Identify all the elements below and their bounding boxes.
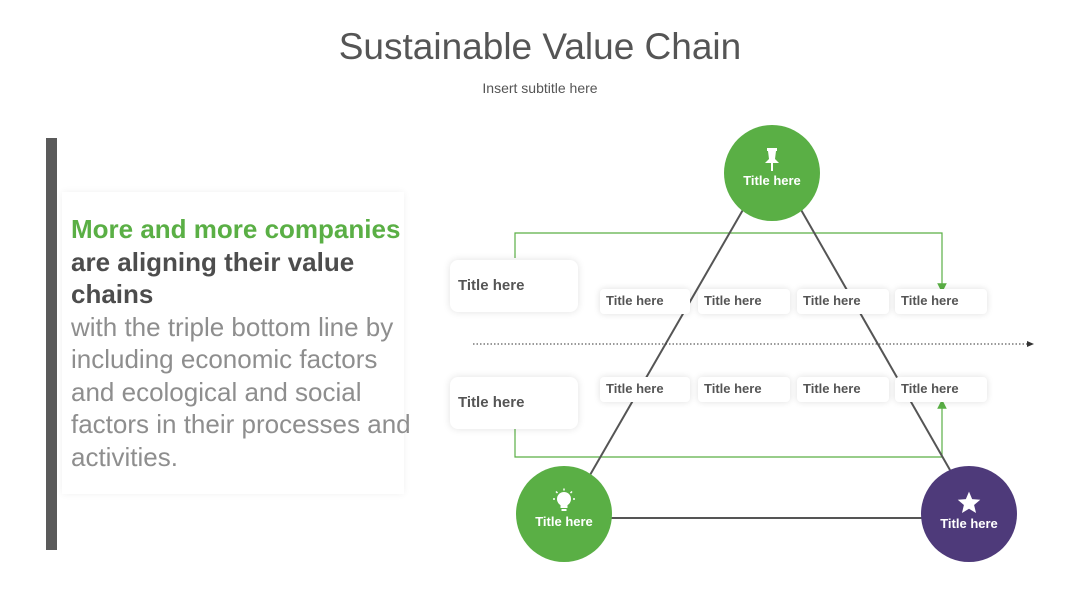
- lower-connector: [514, 399, 947, 458]
- upper-box-2[interactable]: Title here: [698, 289, 790, 314]
- statement-highlight: More and more companies: [71, 214, 401, 244]
- lower-box-2[interactable]: Title here: [698, 377, 790, 402]
- node-top-label: Title here: [743, 173, 801, 188]
- upper-box-3-label: Title here: [803, 293, 861, 308]
- node-bottom-right[interactable]: Title here: [921, 466, 1017, 562]
- lower-box-4[interactable]: Title here: [895, 377, 987, 402]
- node-top[interactable]: Title here: [724, 125, 820, 221]
- side-box-upper-label: Title here: [458, 277, 525, 294]
- upper-box-4[interactable]: Title here: [895, 289, 987, 314]
- lower-box-1-label: Title here: [606, 381, 664, 396]
- statement-emphasis: are aligning their value chains: [71, 246, 355, 310]
- statement-body: with the triple bottom line by including…: [71, 311, 411, 472]
- upper-box-4-label: Title here: [901, 293, 959, 308]
- side-box-lower-label: Title here: [458, 394, 525, 411]
- triangle-left-edge: [589, 207, 745, 476]
- upper-box-1[interactable]: Title here: [600, 289, 690, 314]
- upper-box-2-label: Title here: [704, 293, 762, 308]
- upper-box-3[interactable]: Title here: [797, 289, 889, 314]
- lower-box-3-label: Title here: [803, 381, 861, 396]
- page-subtitle: Insert subtitle here: [482, 80, 598, 96]
- node-bottom-left-label: Title here: [535, 514, 593, 529]
- side-box-upper[interactable]: Title here: [450, 260, 578, 312]
- statement-text: More and more companies are aligning the…: [71, 213, 411, 473]
- lower-box-3[interactable]: Title here: [797, 377, 889, 402]
- page-title: Sustainable Value Chain: [338, 26, 742, 67]
- upper-connector: [514, 232, 947, 293]
- lower-box-2-label: Title here: [704, 381, 762, 396]
- lower-box-4-label: Title here: [901, 381, 959, 396]
- lower-box-1[interactable]: Title here: [600, 377, 690, 402]
- node-bottom-right-label: Title here: [940, 516, 998, 531]
- pushpin-icon: [765, 148, 779, 171]
- side-box-lower[interactable]: Title here: [450, 377, 578, 429]
- star-icon: [957, 491, 981, 513]
- triangle-right-edge: [799, 207, 951, 471]
- node-bottom-left[interactable]: Title here: [516, 466, 612, 562]
- lightbulb-icon: [553, 488, 575, 511]
- statement-card: [62, 192, 404, 494]
- accent-bar: [46, 138, 57, 550]
- upper-box-1-label: Title here: [606, 293, 664, 308]
